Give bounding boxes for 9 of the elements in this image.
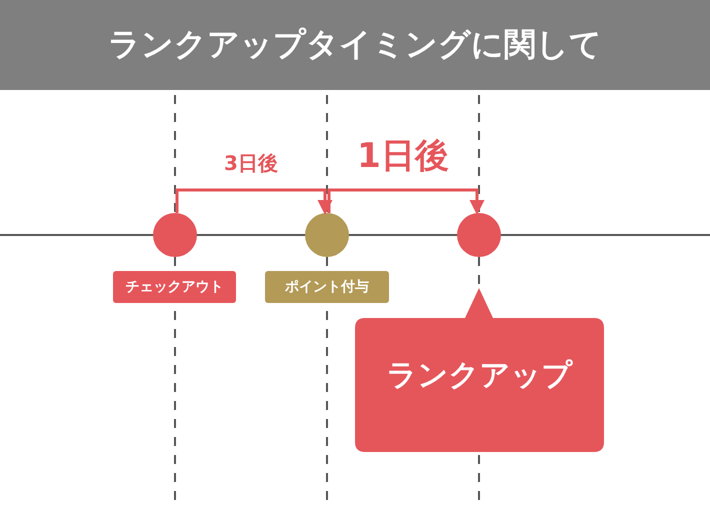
event-tag: ポイント付与 (265, 271, 389, 303)
callout-text: ランクアップ (386, 357, 574, 395)
timeline-point (153, 213, 197, 257)
event-tag: チェックアウト (113, 271, 236, 303)
arrow (176, 188, 332, 215)
arrow (328, 188, 484, 215)
timeline-point (305, 213, 349, 257)
title: ランクアップタイミングに関して (107, 24, 603, 65)
timeline-point (457, 213, 501, 257)
